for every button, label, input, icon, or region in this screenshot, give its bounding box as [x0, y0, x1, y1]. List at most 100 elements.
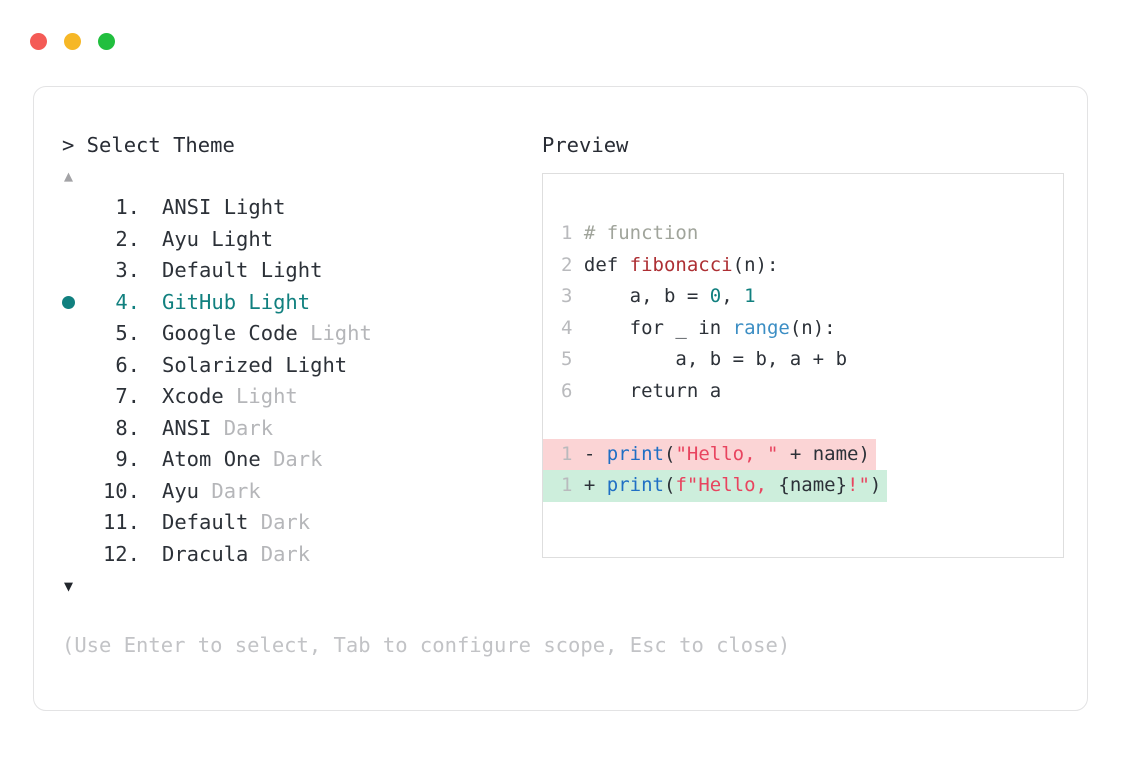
theme-index: 7.	[115, 384, 140, 408]
theme-index: 6.	[115, 352, 140, 377]
theme-name: ANSI	[162, 415, 212, 440]
code-token: 0	[709, 285, 722, 307]
theme-list-item[interactable]: 2. Ayu Light	[62, 224, 522, 256]
gutter-space	[572, 254, 583, 276]
diff-line-addition: 1 + print(f"Hello, {name}!")	[543, 470, 1063, 502]
selection-bullet-cell	[62, 413, 94, 445]
theme-index-spacer	[140, 192, 162, 224]
selection-bullet-cell	[62, 224, 94, 256]
theme-list-item[interactable]: 4. GitHub Light	[62, 287, 522, 319]
theme-variant: Light	[211, 195, 286, 219]
maximize-window-button[interactable]	[98, 33, 115, 50]
diff-line-content: 1 - print("Hello, " + name)	[543, 438, 876, 470]
theme-index: 12.	[102, 541, 140, 566]
code-token: f"Hello,	[675, 474, 779, 496]
diff-line-number: 1	[561, 442, 573, 465]
code-token: 1	[744, 285, 756, 307]
theme-list-item[interactable]: 5. Google Code Light	[62, 318, 522, 350]
theme-index-spacer	[140, 476, 162, 508]
theme-index: 8.	[115, 415, 140, 440]
selection-bullet-cell	[62, 381, 94, 413]
theme-index-spacer	[140, 507, 162, 539]
theme-list-item[interactable]: 1. ANSI Light	[62, 192, 522, 224]
selection-bullet-cell	[62, 507, 94, 539]
theme-index: 4.	[115, 289, 140, 314]
keyboard-hint: (Use Enter to select, Tab to configure s…	[62, 633, 791, 657]
scroll-up-indicator-icon[interactable]: ▲	[64, 167, 74, 185]
code-token: )	[869, 474, 882, 496]
theme-list-item[interactable]: 7. Xcode Light	[62, 381, 522, 413]
theme-variant: Light	[248, 258, 323, 282]
line-number: 2	[561, 253, 573, 276]
theme-name: Solarized	[162, 352, 274, 377]
diff-line-content: 1 + print(f"Hello, {name}!")	[543, 470, 888, 502]
theme-index-spacer	[140, 224, 162, 256]
theme-list-item[interactable]: 6. Solarized Light	[62, 350, 522, 382]
theme-index-spacer	[140, 287, 162, 319]
theme-list-item[interactable]: 9. Atom One Dark	[62, 444, 522, 476]
code-token: def	[583, 253, 630, 276]
theme-variant: Light	[297, 321, 372, 345]
code-line: 2 def fibonacci(n):	[543, 250, 1063, 282]
code-line: 1 # function	[543, 218, 1063, 250]
theme-name: Ayu	[162, 478, 200, 503]
line-number: 5	[561, 348, 573, 370]
code-token: a, b = b, a + b	[583, 348, 848, 370]
code-token: ,	[721, 285, 745, 307]
code-token: (n):	[789, 316, 836, 339]
gutter-space	[572, 348, 583, 370]
theme-list-item[interactable]: 8. ANSI Dark	[62, 413, 522, 445]
theme-list-item[interactable]: 10. Ayu Dark	[62, 476, 522, 508]
gutter-space	[572, 380, 583, 402]
theme-name: Atom One	[162, 447, 261, 471]
code-line: 3 a, b = 0, 1	[543, 281, 1063, 313]
diff-marker: +	[572, 474, 607, 496]
theme-index: 10.	[102, 478, 140, 503]
theme-index-spacer	[140, 539, 162, 571]
theme-variant: Light	[223, 384, 298, 408]
line-number: 6	[561, 379, 573, 402]
theme-name: Xcode	[162, 384, 224, 408]
theme-variant: Dark	[211, 415, 274, 440]
minimize-window-button[interactable]	[64, 33, 81, 50]
theme-list-item[interactable]: 11. Default Dark	[62, 507, 522, 539]
theme-name: Default	[162, 510, 249, 534]
code-token: + name)	[778, 442, 870, 465]
code-token: !"	[847, 474, 870, 496]
code-token: # function	[583, 222, 699, 244]
theme-variant: Light	[273, 352, 348, 377]
theme-index-spacer	[140, 381, 162, 413]
code-token: a, b =	[583, 285, 710, 307]
theme-name: GitHub	[162, 289, 237, 314]
theme-list-item[interactable]: 3. Default Light	[62, 255, 522, 287]
theme-index: 5.	[115, 321, 140, 345]
theme-index-spacer	[140, 350, 162, 382]
close-window-button[interactable]	[30, 33, 47, 50]
theme-index-spacer	[140, 318, 162, 350]
theme-variant: Dark	[199, 478, 261, 503]
code-token: for _ in	[583, 316, 733, 339]
selection-bullet-cell	[62, 287, 94, 319]
selected-bullet-icon	[62, 295, 75, 309]
code-spacer	[543, 407, 1063, 439]
code-token: print	[606, 442, 664, 465]
gutter-space	[572, 317, 583, 339]
selection-bullet-cell	[62, 476, 94, 508]
selection-bullet-cell	[62, 539, 94, 571]
theme-variant: Dark	[248, 510, 311, 534]
scroll-down-indicator-icon[interactable]: ▼	[64, 577, 74, 595]
theme-variant: Dark	[260, 447, 323, 471]
code-line: 6 return a	[543, 376, 1063, 408]
gutter-space	[572, 285, 583, 307]
code-token: fibonacci	[629, 253, 733, 276]
selection-bullet-cell	[62, 192, 94, 224]
theme-name: Dracula	[162, 541, 249, 566]
theme-variant: Light	[199, 226, 274, 251]
theme-list-item[interactable]: 12. Dracula Dark	[62, 539, 522, 571]
